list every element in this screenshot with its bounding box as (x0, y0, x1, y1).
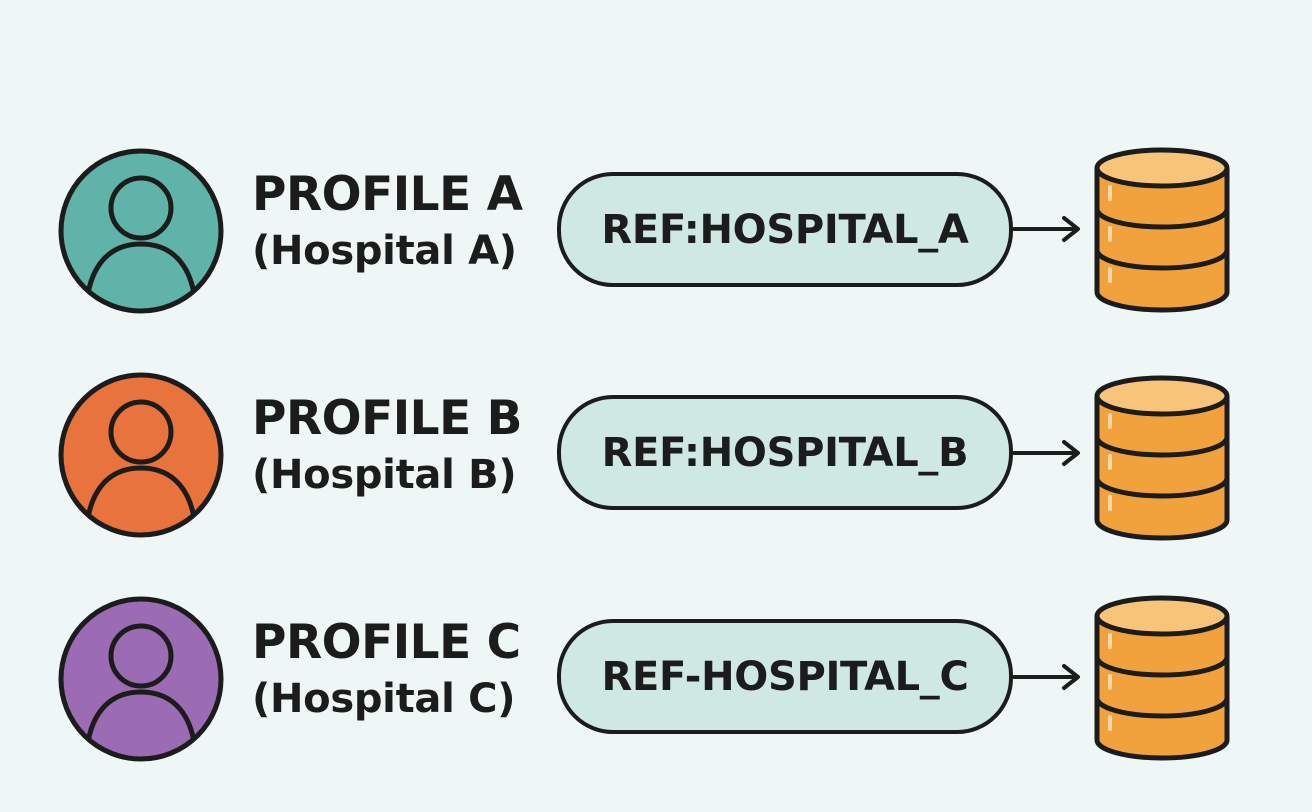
profile-row-c: PROFILE C (Hospital C) REF-HOSPITAL_C (0, 594, 1312, 764)
profile-hospital: (Hospital A) (252, 228, 517, 275)
database-icon (1092, 146, 1232, 316)
profile-name: PROFILE B (252, 391, 522, 446)
arrow-right-icon (1012, 662, 1084, 692)
reference-pill: REF:HOSPITAL_B (557, 395, 1013, 510)
profile-label: PROFILE C (Hospital C) (252, 615, 521, 723)
profile-label: PROFILE B (Hospital B) (252, 391, 522, 499)
avatar (56, 370, 226, 540)
reference-pill: REF-HOSPITAL_C (557, 619, 1013, 734)
database-icon (1092, 594, 1232, 764)
avatar (56, 146, 226, 316)
arrow-right-icon (1012, 214, 1084, 244)
profile-name: PROFILE C (252, 615, 521, 670)
database-icon (1092, 374, 1232, 544)
profile-hospital: (Hospital B) (252, 452, 517, 499)
profile-row-a: PROFILE A (Hospital A) REF:HOSPITAL_A (0, 146, 1312, 316)
profile-label: PROFILE A (Hospital A) (252, 167, 523, 275)
reference-pill: REF:HOSPITAL_A (557, 172, 1013, 287)
profile-row-b: PROFILE B (Hospital B) REF:HOSPITAL_B (0, 370, 1312, 541)
avatar (56, 594, 226, 764)
profile-name: PROFILE A (252, 167, 523, 222)
profile-hospital: (Hospital C) (252, 676, 516, 723)
arrow-right-icon (1012, 438, 1084, 468)
